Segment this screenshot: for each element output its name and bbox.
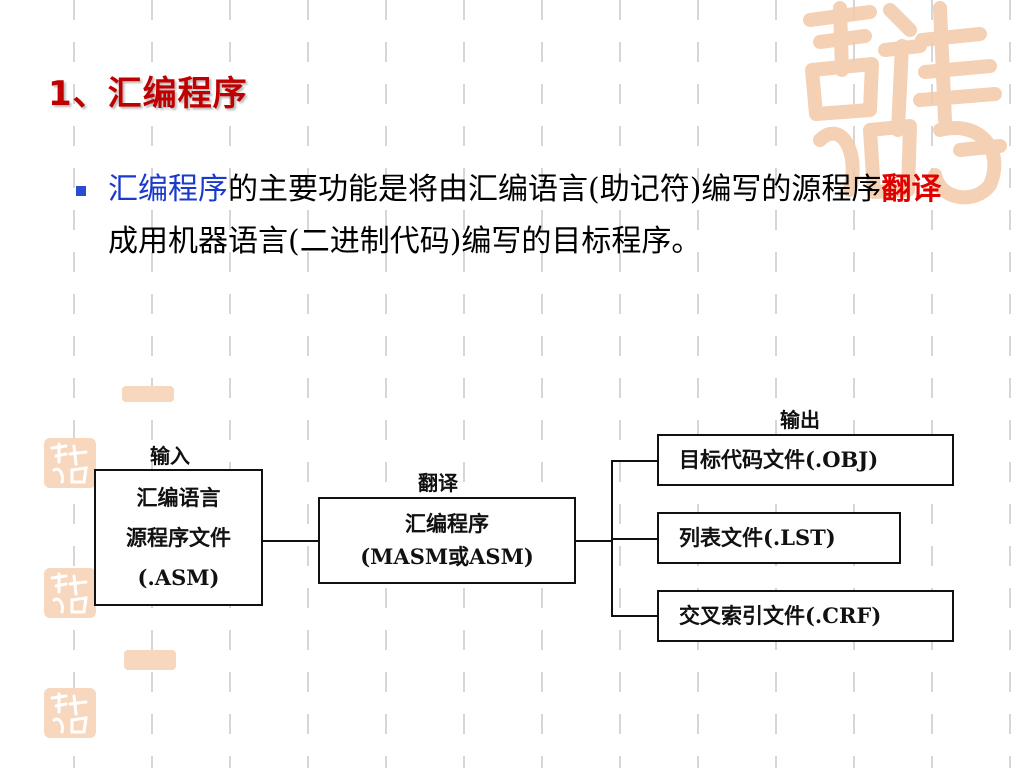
connector-branch-out2 (611, 538, 657, 540)
connector-branch-out3 (611, 615, 657, 617)
input-box-line: (.ASM) (137, 565, 220, 590)
output-crf-box: 交叉索引文件(.CRF) (657, 590, 954, 642)
assembler-box-line: 汇编程序 (405, 511, 489, 536)
connector-translate-branch (576, 540, 612, 542)
input-source-box: 汇编语言 源程序文件 (.ASM) (94, 469, 263, 606)
bullet-text-part2: 成用机器语言(二进制代码)编写的目标程序。 (108, 224, 702, 259)
bullet-text-part1: 的主要功能是将由汇编语言(助记符)编写的源程序 (228, 172, 882, 207)
assembler-box: 汇编程序 (MASM或ASM) (318, 497, 576, 584)
input-box-line: 汇编语言 (136, 485, 221, 510)
output-lst-box: 列表文件(.LST) (657, 512, 901, 564)
bullet-text: 汇编程序的主要功能是将由汇编语言(助记符)编写的源程序翻译成用机器语言(二进制代… (108, 164, 958, 268)
input-box-line: 源程序文件 (126, 525, 231, 550)
auspicious-seal-icon (44, 688, 96, 738)
seal-fragment-icon (124, 650, 176, 670)
assembler-box-line: (MASM或ASM) (360, 544, 534, 569)
auspicious-seal-icon (44, 568, 96, 618)
input-label: 输入 (150, 444, 190, 468)
term-assembler: 汇编程序 (108, 172, 228, 207)
connector-branch-out1 (611, 460, 657, 462)
keyword-translate: 翻译 (881, 172, 942, 207)
output-label: 输出 (780, 408, 820, 432)
auspicious-seal-icon (803, 1, 1007, 205)
output-obj-box: 目标代码文件(.OBJ) (657, 434, 954, 486)
seal-fragment-icon (122, 386, 174, 402)
slide-title: 1、汇编程序 (48, 74, 248, 114)
auspicious-seal-icon (44, 438, 96, 488)
connector-input-translate (263, 540, 318, 542)
bullet-square-icon (76, 186, 86, 196)
translate-label: 翻译 (418, 471, 458, 495)
